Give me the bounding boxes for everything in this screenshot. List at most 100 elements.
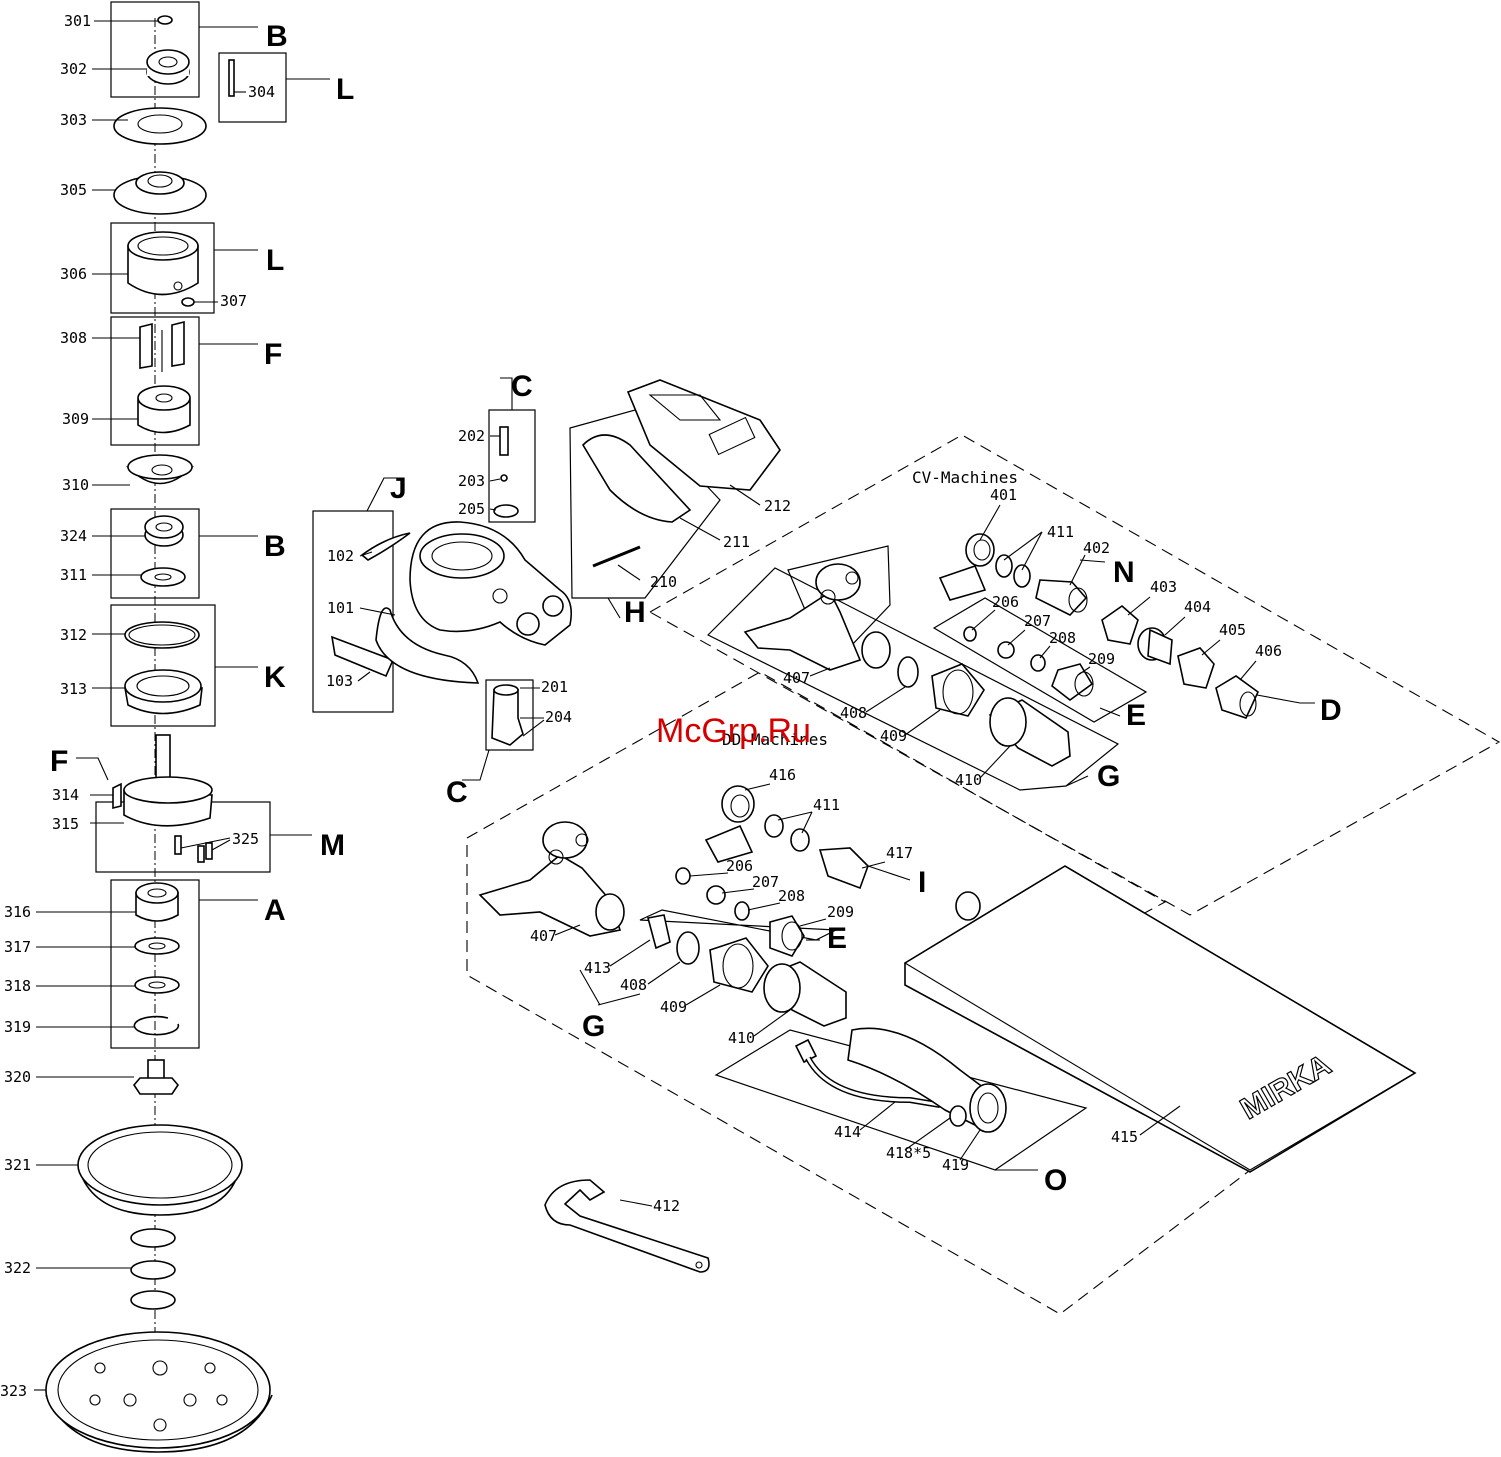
group-label-f: F (264, 338, 282, 371)
part-number-408: 408 (620, 976, 647, 994)
part-number-315: 315 (52, 815, 79, 833)
part-number-305: 305 (60, 181, 87, 199)
part-number-414: 414 (834, 1123, 861, 1141)
part-number-207: 207 (752, 873, 779, 891)
group-label-o: O (1044, 1164, 1067, 1197)
part-number-402: 402 (1083, 539, 1110, 557)
part-number-102: 102 (327, 547, 354, 565)
part-number-212: 212 (764, 497, 791, 515)
watermark: McGrp.Ru (656, 712, 811, 750)
part-number-316: 316 (4, 903, 31, 921)
part-number-207: 207 (1024, 612, 1051, 630)
right-leader-lines (554, 504, 1257, 1207)
part-number-419: 419 (942, 1156, 969, 1174)
pad-stack-assembly (45, 1, 330, 1453)
part-number-412: 412 (653, 1197, 680, 1215)
part-number-324: 324 (60, 527, 87, 545)
part-number-314: 314 (52, 786, 79, 804)
part-number-321: 321 (4, 1156, 31, 1174)
part-number-209: 209 (1088, 650, 1115, 668)
part-number-313: 313 (60, 680, 87, 698)
group-label-b: B (266, 20, 288, 53)
part-number-201: 201 (541, 678, 568, 696)
part-number-311: 311 (60, 566, 87, 584)
part-number-101: 101 (327, 599, 354, 617)
part-number-409: 409 (880, 727, 907, 745)
group-label-l: L (266, 244, 284, 277)
group-label-e: E (1126, 699, 1146, 732)
part-number-410: 410 (728, 1029, 755, 1047)
part-number-301: 301 (64, 12, 91, 30)
dd-machine-parts (478, 785, 1088, 1273)
part-number-404: 404 (1184, 598, 1211, 616)
part-number-308: 308 (60, 329, 87, 347)
part-number-208: 208 (778, 887, 805, 905)
group-label-b: B (264, 530, 286, 563)
part-number-211: 211 (723, 533, 750, 551)
part-number-206: 206 (992, 593, 1019, 611)
part-number-302: 302 (60, 60, 87, 78)
part-number-416: 416 (769, 766, 796, 784)
part-number-312: 312 (60, 626, 87, 644)
part-number-410: 410 (955, 771, 982, 789)
part-number-319: 319 (4, 1018, 31, 1036)
group-label-j: J (390, 472, 407, 505)
part-number-202: 202 (458, 427, 485, 445)
kit-outlines (466, 434, 1501, 1315)
part-number-411: 411 (813, 796, 840, 814)
part-number-408: 408 (840, 704, 867, 722)
group-label-g: G (1097, 760, 1120, 793)
part-number-204: 204 (545, 708, 572, 726)
center-leader-lines (357, 435, 761, 737)
cv-machines-caption: CV-Machines (912, 468, 1018, 487)
part-number-103: 103 (326, 672, 353, 690)
group-label-f: F (50, 745, 68, 778)
group-label-m: M (320, 829, 345, 862)
part-number-405: 405 (1219, 621, 1246, 639)
part-number-325: 325 (232, 830, 259, 848)
part-number-407: 407 (530, 927, 557, 945)
part-number-406: 406 (1255, 642, 1282, 660)
group-label-i: I (918, 866, 926, 899)
part-number-409: 409 (660, 998, 687, 1016)
group-label-g: G (582, 1010, 605, 1043)
group-label-h: H (624, 596, 646, 629)
part-number-407: 407 (783, 669, 810, 687)
part-number-205: 205 (458, 500, 485, 518)
group-label-c: C (446, 776, 468, 809)
part-number-415: 415 (1111, 1128, 1138, 1146)
part-number-208: 208 (1049, 629, 1076, 647)
part-number-304: 304 (248, 83, 275, 101)
part-number-307: 307 (220, 292, 247, 310)
part-number-323: 323 (0, 1382, 27, 1400)
part-number-labels: 3013023033043053063073083093103243113123… (0, 12, 1282, 1400)
part-number-310: 310 (62, 476, 89, 494)
cv-machine-parts (743, 533, 1260, 767)
part-number-413: 413 (584, 959, 611, 977)
part-number-403: 403 (1150, 578, 1177, 596)
part-number-206: 206 (726, 857, 753, 875)
left-leader-lines (34, 20, 246, 1391)
part-number-303: 303 (60, 111, 87, 129)
part-number-411: 411 (1047, 523, 1074, 541)
part-number-320: 320 (4, 1068, 31, 1086)
part-number-4185: 418*5 (886, 1144, 931, 1162)
part-number-322: 322 (4, 1259, 31, 1277)
main-body-assembly (312, 377, 781, 781)
group-label-d: D (1320, 694, 1342, 727)
group-label-l: L (336, 73, 354, 106)
part-number-318: 318 (4, 977, 31, 995)
part-number-203: 203 (458, 472, 485, 490)
part-number-210: 210 (650, 573, 677, 591)
part-number-401: 401 (990, 486, 1017, 504)
group-label-n: N (1113, 556, 1135, 589)
part-number-317: 317 (4, 938, 31, 956)
group-label-c: C (511, 370, 533, 403)
group-label-a: A (264, 894, 286, 927)
group-label-e: E (827, 922, 847, 955)
dd-machines-caption: DD-Machines (722, 730, 828, 749)
part-number-209: 209 (827, 903, 854, 921)
group-label-k: K (264, 661, 286, 694)
